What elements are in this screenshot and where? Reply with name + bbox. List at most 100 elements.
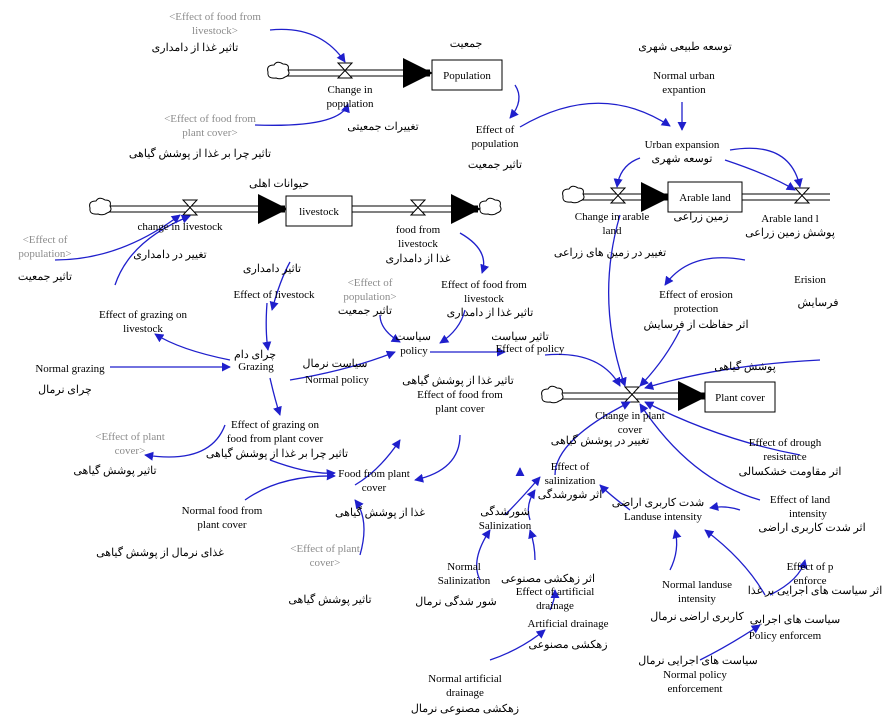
valve-icon bbox=[336, 62, 354, 79]
effect-food-plant-2: plant cover bbox=[435, 403, 485, 415]
change-in-livestock: change in livestock bbox=[138, 221, 223, 233]
normal-artificial-drainage: Normal artificial bbox=[428, 673, 502, 685]
fa-erosion-protection: اثر حفاظت از فرسایش bbox=[643, 319, 748, 331]
arable-land-loss: Arable land l bbox=[761, 213, 818, 225]
fa-landuse-effect: اثر شدت کاربری اراضی bbox=[758, 522, 865, 534]
cloud-icon bbox=[541, 385, 564, 404]
effect-policy-enf-2: enforce bbox=[794, 575, 827, 587]
fa-effect-population: تاثیر جمعیت bbox=[468, 159, 522, 171]
fa-policy-effect: تاثیر سیاست bbox=[491, 331, 549, 343]
effect-artificial-drainage-2: drainage bbox=[536, 600, 574, 612]
cloud-icon bbox=[479, 197, 502, 216]
fa-normal-salinization: شور شدگی نرمال bbox=[415, 595, 496, 608]
normal-salinization-2: Salinization bbox=[438, 575, 491, 587]
fa-change-plant: تغییر در پوشش گیاهی bbox=[551, 434, 649, 447]
cloud-icon bbox=[89, 197, 112, 216]
artificial-drainage: Artificial drainage bbox=[528, 618, 609, 630]
fa-farmland: زمین زراعی bbox=[673, 211, 728, 223]
normal-policy: Normal policy bbox=[305, 374, 369, 386]
landuse-intensity: Landuse intensity bbox=[624, 511, 702, 523]
salinization: Salinization bbox=[479, 520, 532, 532]
fa-erosion: فرسایش bbox=[798, 297, 839, 309]
fa-policy-enf: سیاست های اجرایی bbox=[750, 614, 840, 626]
fa-landuse-intensity: شدت کاربری اراضی bbox=[612, 497, 704, 509]
fa-plant-effect-1: تاثیر پوشش گیاهی bbox=[73, 464, 156, 477]
causal-links bbox=[54, 28, 821, 661]
ghost-effect-population-1: <Effect of bbox=[23, 234, 68, 246]
effect-of-population: Effect of bbox=[476, 124, 515, 136]
fa-salinization-effect: اثر شورشدگی bbox=[538, 488, 603, 501]
valve-icon bbox=[609, 187, 627, 204]
valve-icon bbox=[623, 386, 641, 403]
fa-population-effect-1: تاثیر جمعیت bbox=[18, 271, 72, 283]
fa-food-from-plant: غذا از پوشش گیاهی bbox=[335, 506, 425, 519]
effect-drought: Effect of drough bbox=[749, 437, 822, 449]
effect-erosion-protection-2: protection bbox=[674, 303, 719, 315]
normal-food-plant: Normal food from bbox=[182, 505, 263, 517]
ghost-effect-plant-1: <Effect of plant bbox=[95, 431, 165, 443]
valve-icon bbox=[181, 199, 199, 216]
ghost-effect-food-livestock-2: livestock> bbox=[192, 25, 238, 37]
food-from-plant-2: cover bbox=[362, 482, 387, 494]
valve-icon bbox=[793, 187, 811, 204]
stock-label-arable-land: Arable land bbox=[679, 192, 731, 204]
food-from-livestock-2: livestock bbox=[398, 238, 438, 250]
ghost-effect-plant-2b: cover> bbox=[310, 557, 341, 569]
effect-landuse: Effect of land bbox=[770, 494, 831, 506]
effect-of-population-2: population bbox=[471, 138, 519, 150]
change-in-population: Change in bbox=[328, 84, 373, 96]
effect-grazing-food: Effect of grazing on bbox=[231, 419, 320, 431]
fa-normal-landuse: کاربری اراضی نرمال bbox=[650, 611, 744, 623]
ghost-effect-plant-1b: cover> bbox=[115, 445, 146, 457]
fa-urban-expansion: توسعه شهری bbox=[652, 153, 713, 165]
ghost-effect-population-2b: population> bbox=[343, 291, 396, 303]
fa-salinization: شورشدگی bbox=[480, 505, 530, 518]
erosion: Erision bbox=[794, 274, 826, 286]
normal-policy-enf-2: enforcement bbox=[668, 683, 723, 695]
urban-expansion: Urban expansion bbox=[645, 139, 720, 151]
fa-grazing: چرای دام bbox=[234, 349, 276, 361]
stock-label-population: Population bbox=[443, 70, 491, 82]
ghost-effect-food-plant: <Effect of food from bbox=[164, 113, 256, 125]
normal-landuse: Normal landuse bbox=[662, 579, 732, 591]
effect-food-plant: Effect of food from bbox=[417, 389, 503, 401]
food-from-livestock: food from bbox=[396, 224, 441, 236]
effect-landuse-2: intensity bbox=[789, 508, 827, 520]
normal-urban-expantion-2: expantion bbox=[662, 84, 706, 96]
normal-landuse-2: intensity bbox=[678, 593, 716, 605]
cloud-icons bbox=[89, 61, 585, 404]
fa-plant-effect-2: تاثیر پوشش گیاهی bbox=[288, 593, 371, 606]
fa-food-from-livestock: غذا از دامداری bbox=[385, 253, 450, 265]
change-arable-land: Change in arable bbox=[575, 211, 650, 223]
policy-enforcement: Policy enforcem bbox=[749, 630, 822, 642]
fa-food-livestock-1: تاثیر غذا از دامداری bbox=[152, 42, 239, 54]
normal-urban-expantion: Normal urban bbox=[653, 70, 715, 82]
effect-food-livestock-2: livestock bbox=[464, 293, 504, 305]
normal-grazing: Normal grazing bbox=[35, 363, 105, 375]
effect-drought-2: resistance bbox=[763, 451, 806, 463]
fa-livestock-effect: تاثیر دامداری bbox=[243, 263, 301, 275]
fa-normal-food-plant: غذای نرمال از پوشش گیاهی bbox=[96, 546, 224, 559]
fa-plant-food-effect: تاثیر غذا از پوشش گیاهی bbox=[402, 374, 514, 387]
effect-salinization-2: salinization bbox=[545, 475, 596, 487]
valve-icons bbox=[181, 62, 811, 403]
ghost-effect-food-plant-2: plant cover> bbox=[182, 127, 237, 139]
fa-change-arable: تغییر در زمین های زراعی bbox=[554, 247, 666, 259]
fa-arable-loss: پوشش زمین زراعی bbox=[745, 227, 835, 239]
fa-normal-artificial-drainage: زهکشی مصنوعی نرمال bbox=[411, 703, 519, 715]
effect-grazing-livestock-2: livestock bbox=[123, 323, 163, 335]
ghost-effect-plant-2: <Effect of plant bbox=[290, 543, 360, 555]
change-in-plant-cover: Change in plant bbox=[595, 410, 665, 422]
effect-erosion-protection: Effect of erosion bbox=[659, 289, 733, 301]
fa-policy: سیاست bbox=[395, 331, 431, 343]
change-arable-land-2: land bbox=[603, 225, 622, 237]
fa-normal-policy-enf: سیاست های اجرایی نرمال bbox=[638, 655, 758, 667]
ghost-effect-population-2: <Effect of bbox=[348, 277, 393, 289]
fa-plant-cover-title: پوشش گیاهی bbox=[714, 360, 776, 373]
fa-food-livestock-2: تاثیر غذا از دامداری bbox=[447, 307, 534, 319]
stock-population bbox=[431, 59, 503, 91]
fa-population-effect-2: تاثیر جمعیت bbox=[338, 305, 392, 317]
valve-icon bbox=[409, 199, 427, 216]
